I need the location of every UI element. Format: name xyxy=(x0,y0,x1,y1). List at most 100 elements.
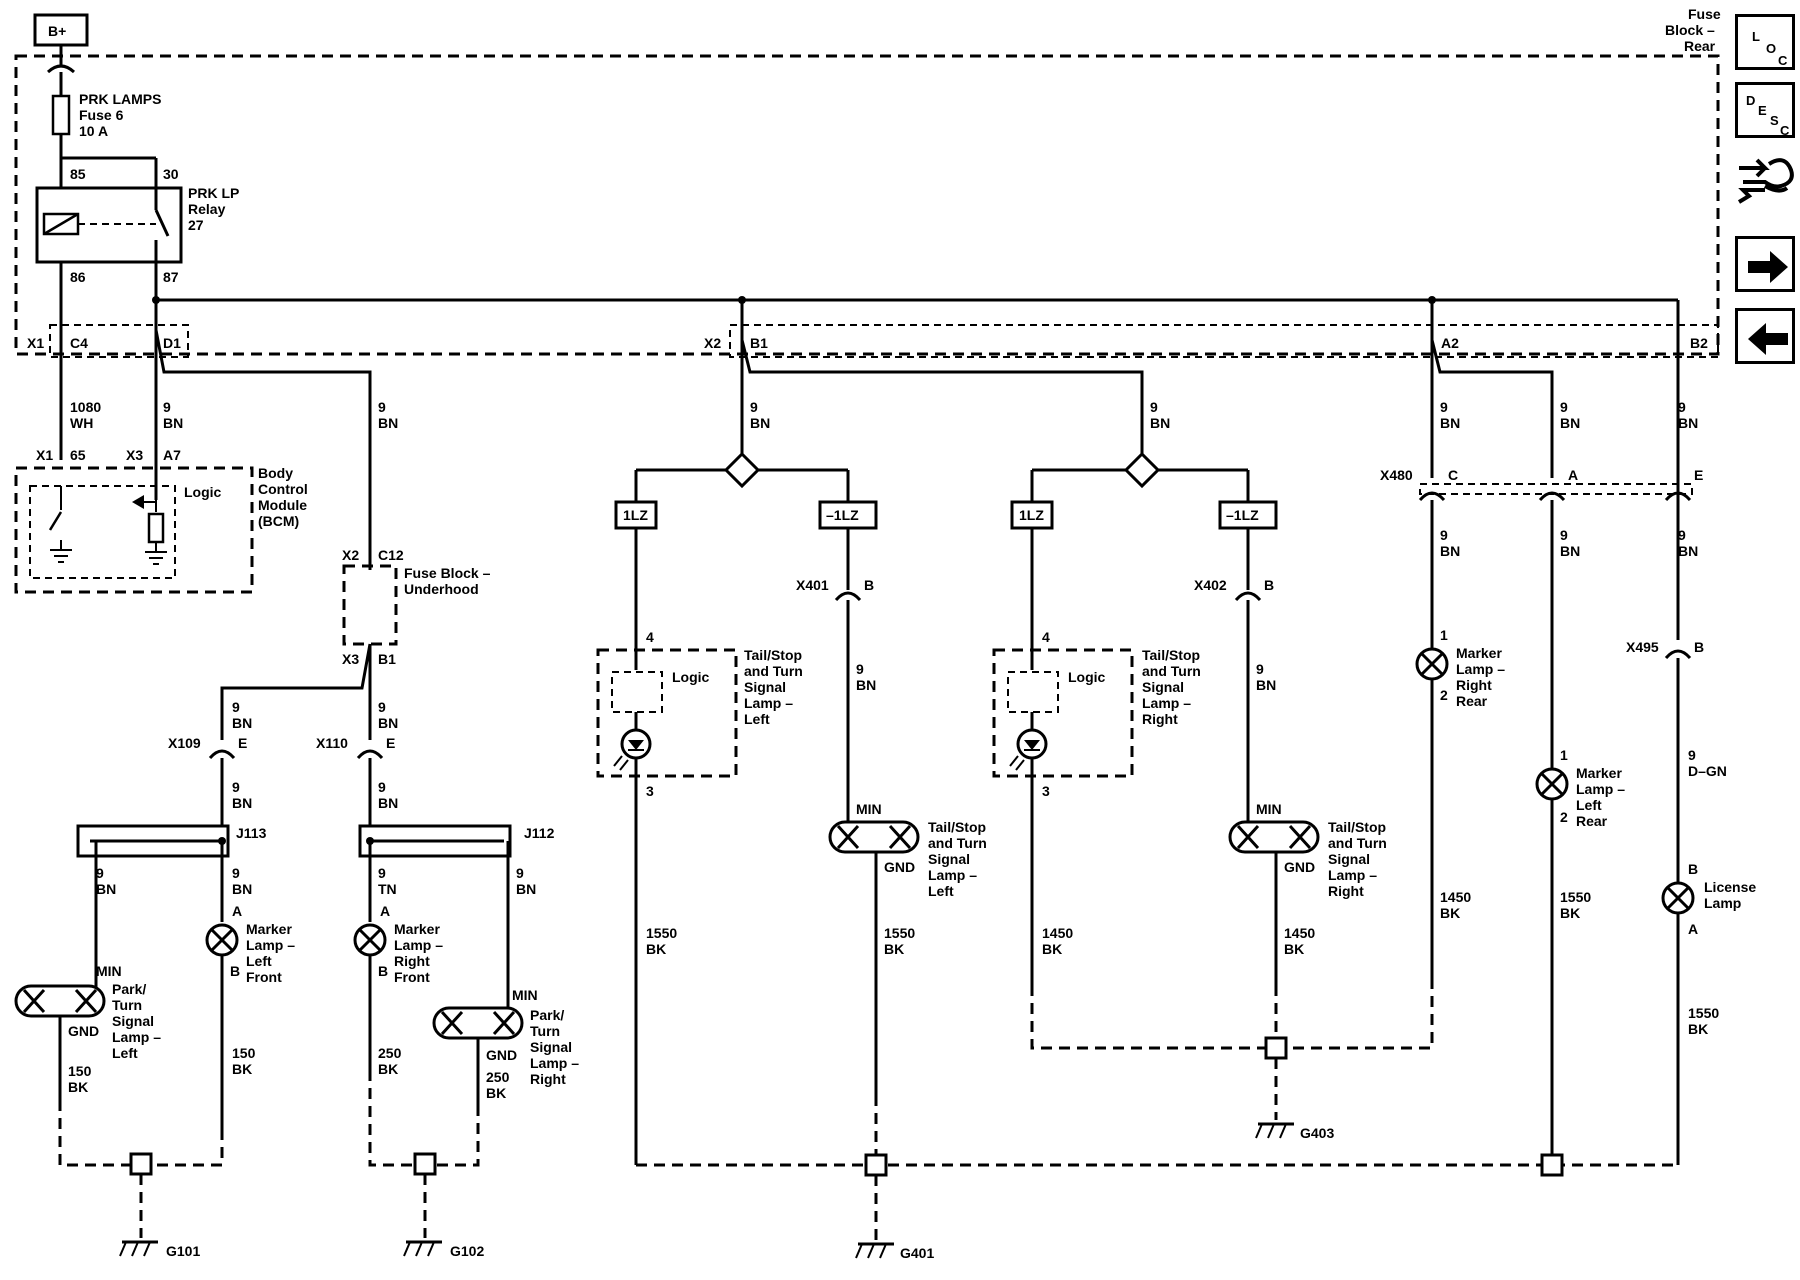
diagram-label: Turn xyxy=(112,997,142,1013)
diagram-label: 9 xyxy=(516,865,524,881)
description-button[interactable]: D E S C xyxy=(1735,82,1795,138)
diagram-label: BK xyxy=(378,1061,398,1077)
diagram-label: Right xyxy=(530,1071,566,1087)
diagram-label: and Turn xyxy=(744,663,803,679)
diagram-label: Left xyxy=(246,953,272,969)
diagram-label: 9 xyxy=(1560,399,1568,415)
diagram-label: G403 xyxy=(1300,1125,1334,1141)
diagram-label: Tail/Stop xyxy=(928,819,986,835)
diagram-label: BN xyxy=(1440,415,1460,431)
diagram-label: Fuse 6 xyxy=(79,107,124,123)
ground-g101-icon xyxy=(119,1240,158,1257)
diagram-label: A xyxy=(1568,467,1578,483)
diagram-label: Park/ xyxy=(530,1007,564,1023)
diagram-label: Marker xyxy=(246,921,292,937)
x480-connector-c xyxy=(1418,491,1446,502)
diagram-label: G401 xyxy=(900,1245,934,1261)
diagram-label: Tail/Stop xyxy=(744,647,802,663)
diagram-label: Fuse xyxy=(1688,6,1721,22)
diagram-label: Right xyxy=(394,953,430,969)
diagram-label: Rear xyxy=(1456,693,1488,709)
diagram-label: B xyxy=(1264,577,1274,593)
diagram-label: Lamp – xyxy=(1328,867,1377,883)
diagram-label: 9 xyxy=(1256,661,1264,677)
diagram-label: A xyxy=(1688,921,1698,937)
tail-lamp-bulb-right xyxy=(1228,820,1320,854)
ground-g403-icon xyxy=(1255,1122,1294,1139)
diagram-label: Relay xyxy=(188,201,226,217)
diagram-label: TN xyxy=(378,881,397,897)
diagram-label: Right xyxy=(1328,883,1364,899)
diagram-label: B1 xyxy=(750,335,768,351)
diagram-label: Underhood xyxy=(404,581,479,597)
diagram-label: Lamp xyxy=(1704,895,1741,911)
diagram-label: BK xyxy=(1560,905,1580,921)
ground-splice-g101 xyxy=(129,1152,153,1176)
diagram-label: MIN xyxy=(512,987,538,1003)
diagram-label: 9 xyxy=(232,865,240,881)
diagram-label: C4 xyxy=(70,335,88,351)
diagram-label: 1550 xyxy=(1688,1005,1719,1021)
diagram-label: 9 xyxy=(1440,527,1448,543)
diagram-label: 9 xyxy=(1678,399,1686,415)
diagram-label: BK xyxy=(884,941,904,957)
diagram-label: A xyxy=(380,903,390,919)
connector-harness-icon xyxy=(1737,158,1794,204)
diagram-label: G102 xyxy=(450,1243,484,1259)
diagram-label: B xyxy=(1688,861,1698,877)
diagram-label: BN xyxy=(1440,543,1460,559)
location-button[interactable]: L O C xyxy=(1735,14,1795,70)
diagram-label: 27 xyxy=(188,217,204,233)
diagram-label: X110 xyxy=(316,735,348,751)
diagram-label: 1 xyxy=(1440,627,1448,643)
diagram-label: Body xyxy=(258,465,293,481)
diagram-label: 1450 xyxy=(1284,925,1315,941)
diagram-label: BN xyxy=(378,715,398,731)
diagram-label: X1 xyxy=(27,335,44,351)
x480-connector-a xyxy=(1538,491,1566,502)
diagram-label: 2 xyxy=(1560,809,1568,825)
diagram-label: 86 xyxy=(70,269,86,285)
diagram-label: 1450 xyxy=(1440,889,1471,905)
diagram-label: MIN xyxy=(96,963,122,979)
diagram-label: BN xyxy=(163,415,183,431)
connector-harness-button[interactable] xyxy=(1735,152,1795,208)
diagram-label: Lamp – xyxy=(1576,781,1625,797)
diagram-label: 9 xyxy=(750,399,758,415)
diagram-label: 9 xyxy=(1688,747,1696,763)
diagram-label: (BCM) xyxy=(258,513,299,529)
diagram-label: X2 xyxy=(704,335,721,351)
diagram-label: License xyxy=(1704,879,1756,895)
diagram-label: Signal xyxy=(112,1013,154,1029)
diagram-label: A7 xyxy=(163,447,181,463)
desc-letter-e: E xyxy=(1758,103,1767,118)
diagram-label: B+ xyxy=(48,23,66,39)
diagram-label: C xyxy=(1448,467,1458,483)
diagram-label: 4 xyxy=(1042,629,1050,645)
diagram-label: WH xyxy=(70,415,93,431)
diagram-label: Lamp – xyxy=(246,937,295,953)
diagram-label: 9 xyxy=(1678,527,1686,543)
next-page-button[interactable] xyxy=(1735,236,1795,292)
diagram-label: B xyxy=(1694,639,1704,655)
ground-splice-g401 xyxy=(864,1153,888,1177)
diagram-label: X401 xyxy=(796,577,829,593)
junction-diamond-right xyxy=(1123,451,1161,489)
diagram-label: 9 xyxy=(96,865,104,881)
diagram-label: 1450 xyxy=(1042,925,1073,941)
x402-connector xyxy=(1234,591,1262,602)
diagram-label: Left xyxy=(1576,797,1602,813)
diagram-label: PRK LP xyxy=(188,185,239,201)
diagram-label: BN xyxy=(1150,415,1170,431)
diagram-label: BN xyxy=(378,415,398,431)
diagram-label: and Turn xyxy=(1142,663,1201,679)
diagram-label: 250 xyxy=(486,1069,510,1085)
desc-letter-d: D xyxy=(1746,93,1755,108)
diagram-label: 10 A xyxy=(79,123,108,139)
previous-page-button[interactable] xyxy=(1735,308,1795,364)
diagram-label: Block – xyxy=(1665,22,1715,38)
diagram-label: 1080 xyxy=(70,399,101,415)
diagram-label: Lamp – xyxy=(928,867,977,883)
